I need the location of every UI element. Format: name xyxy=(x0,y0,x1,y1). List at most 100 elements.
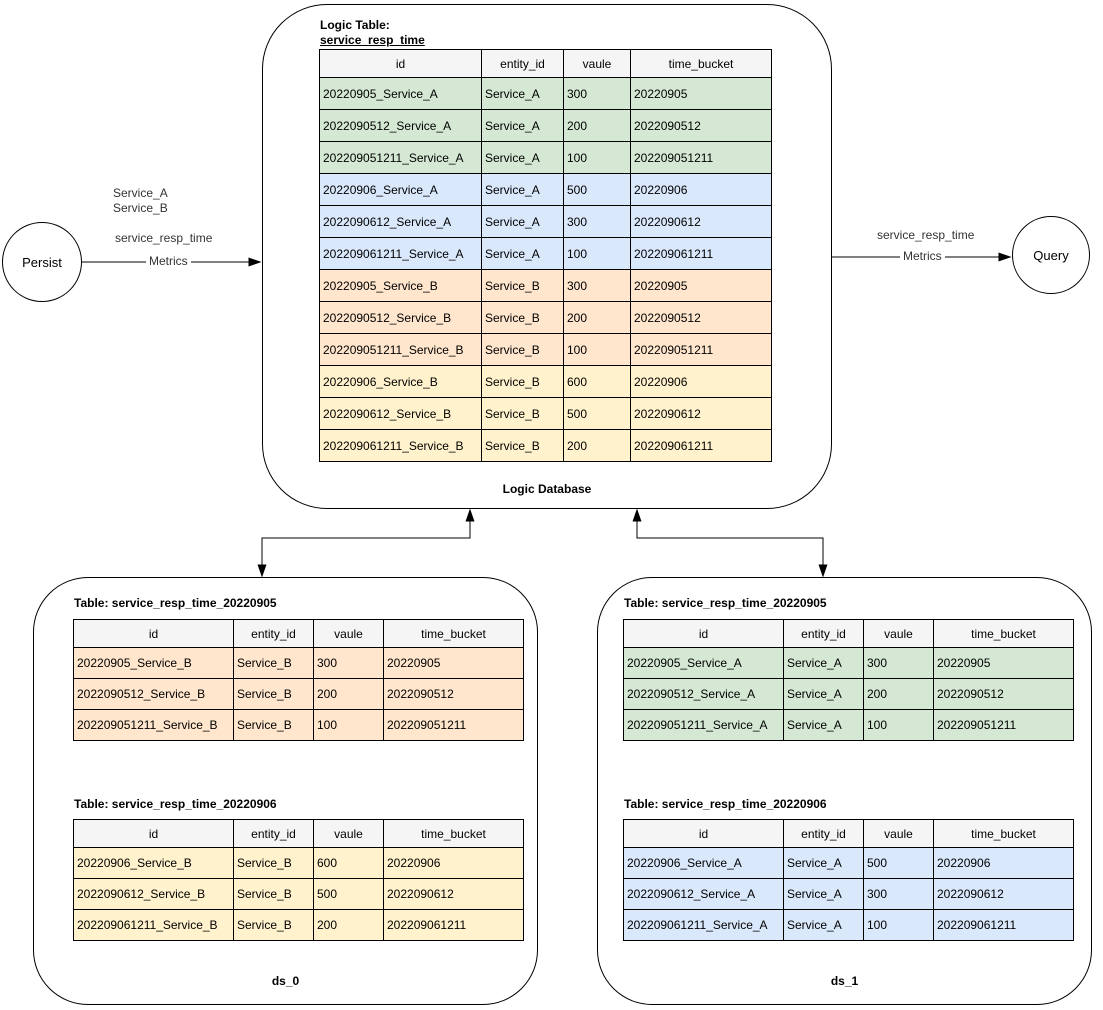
table-cell: Service_B xyxy=(233,647,314,679)
column-header: entity_id xyxy=(233,819,314,848)
table-cell: 20220906 xyxy=(630,365,772,398)
table-cell: 2022090512 xyxy=(933,678,1074,710)
table-cell: 2022090612 xyxy=(630,397,772,430)
table-cell: 202209061211_Service_B xyxy=(319,429,482,462)
edge-db-ds0 xyxy=(257,508,475,578)
logic-table-title: Logic Table: service_resp_time xyxy=(320,18,425,48)
table-cell: 100 xyxy=(313,709,384,741)
table-cell: 200 xyxy=(563,429,631,462)
column-header: vaule xyxy=(863,819,934,848)
table-cell: 500 xyxy=(563,173,631,206)
query-label: Query xyxy=(1033,247,1069,263)
table-cell: 202209051211 xyxy=(933,709,1074,741)
table-cell: 100 xyxy=(863,909,934,941)
table-cell: Service_A xyxy=(783,847,864,879)
table-cell: 20220905_Service_B xyxy=(73,647,234,679)
table-cell: Service_B xyxy=(233,678,314,710)
column-header: id xyxy=(73,819,234,848)
column-header: id xyxy=(319,49,482,78)
table-cell: Service_B xyxy=(481,429,564,462)
table-cell: 202209051211 xyxy=(630,333,772,366)
table-cell: 20220906_Service_A xyxy=(623,847,784,879)
table-cell: 20220906 xyxy=(933,847,1074,879)
table-cell: 2022090612_Service_B xyxy=(73,878,234,910)
table-cell: 600 xyxy=(563,365,631,398)
table-cell: Service_A xyxy=(783,909,864,941)
edge-metrics-label-left: Metrics xyxy=(146,254,191,268)
column-header: id xyxy=(623,819,784,848)
edge-services-label: Service_A Service_B xyxy=(113,186,168,215)
table-cell: 300 xyxy=(563,205,631,238)
table-cell: 500 xyxy=(313,878,384,910)
table-cell: 20220905 xyxy=(383,647,524,679)
table-cell: Service_A xyxy=(481,237,564,270)
table-cell: 2022090512_Service_A xyxy=(319,109,482,142)
table-cell: 200 xyxy=(313,678,384,710)
table-cell: 202209061211_Service_A xyxy=(623,909,784,941)
table-cell: 20220906_Service_A xyxy=(319,173,482,206)
table-cell: Service_A xyxy=(481,109,564,142)
table-cell: 200 xyxy=(563,301,631,334)
table-cell: Service_B xyxy=(233,847,314,879)
table-cell: 2022090512 xyxy=(383,678,524,710)
table-cell: 200 xyxy=(313,909,384,941)
query-node: Query xyxy=(1012,216,1090,294)
table-cell: Service_A xyxy=(481,173,564,206)
table-cell: Service_B xyxy=(233,909,314,941)
table-cell: 20220905_Service_A xyxy=(319,77,482,110)
table-cell: 202209061211 xyxy=(933,909,1074,941)
table-cell: 20220905 xyxy=(630,269,772,302)
column-header: time_bucket xyxy=(630,49,772,78)
table-cell: Service_A xyxy=(481,77,564,110)
table-cell: Service_A xyxy=(783,647,864,679)
persist-label: Persist xyxy=(22,254,62,270)
table-cell: 20220906_Service_B xyxy=(319,365,482,398)
table-cell: 2022090612 xyxy=(630,205,772,238)
table-cell: 200 xyxy=(863,678,934,710)
column-header: time_bucket xyxy=(383,619,524,648)
table-cell: 20220906_Service_B xyxy=(73,847,234,879)
table-cell: Service_B xyxy=(481,397,564,430)
table-cell: 202209051211_Service_A xyxy=(623,709,784,741)
table-cell: 2022090512_Service_A xyxy=(623,678,784,710)
edge-metric-name-right: service_resp_time xyxy=(877,228,975,242)
ds1-label: ds_1 xyxy=(830,974,859,988)
table-cell: 202209051211 xyxy=(383,709,524,741)
edge-db-ds1 xyxy=(632,508,828,578)
table-cell: 100 xyxy=(563,237,631,270)
table-cell: 202209061211_Service_B xyxy=(73,909,234,941)
logic-table-title-line1: Logic Table: xyxy=(320,18,390,32)
table-cell: 202209061211 xyxy=(383,909,524,941)
table-cell: 100 xyxy=(863,709,934,741)
table-cell: 202209061211 xyxy=(630,429,772,462)
table-cell: 300 xyxy=(563,269,631,302)
